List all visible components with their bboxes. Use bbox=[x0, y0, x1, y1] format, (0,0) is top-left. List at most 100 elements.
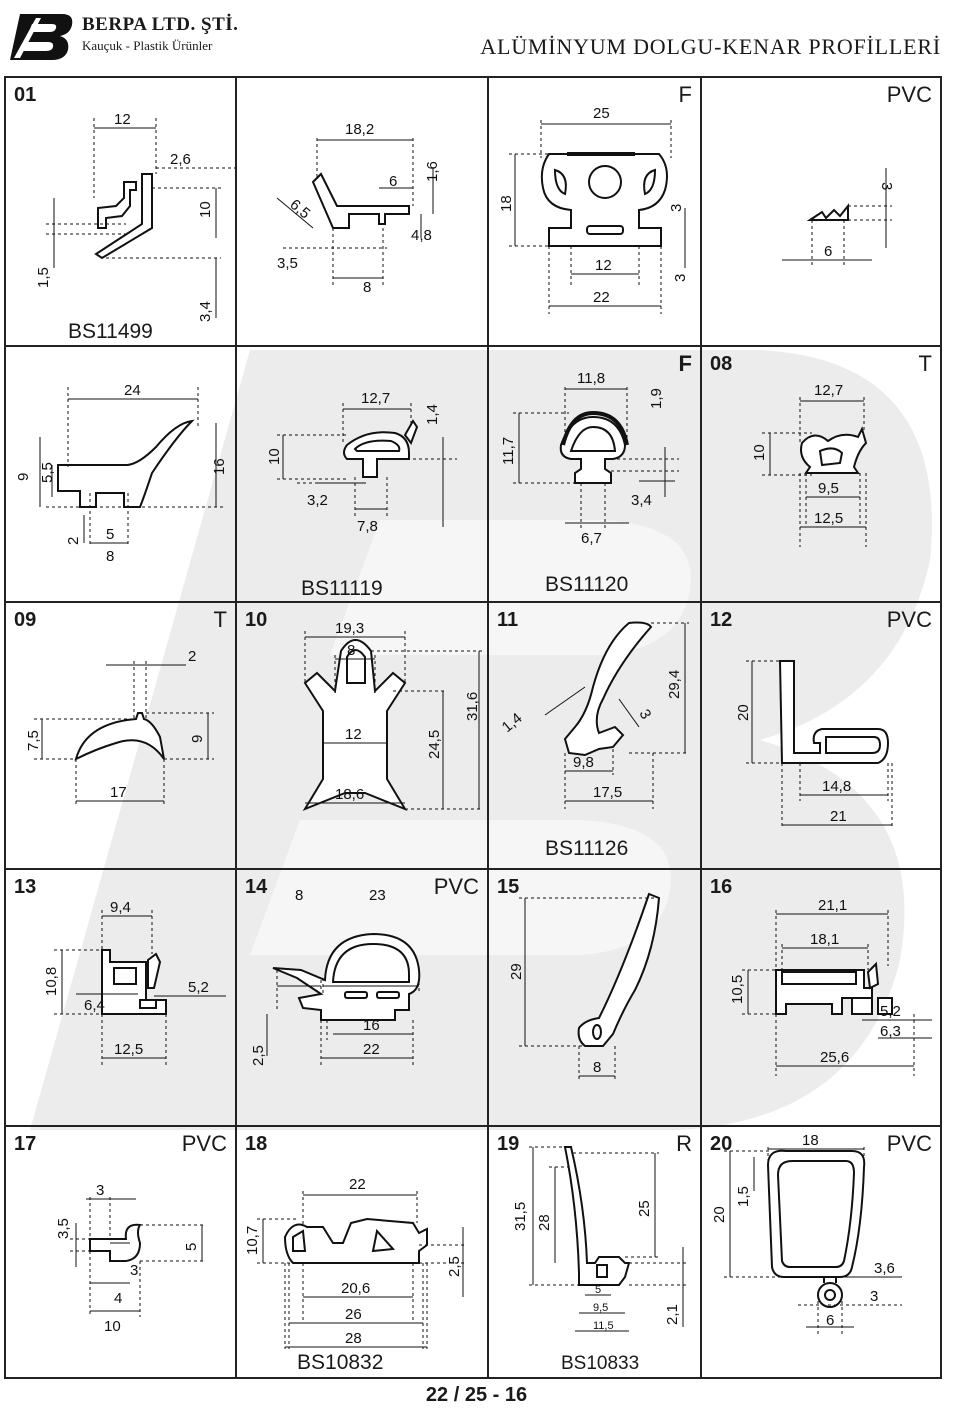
profile-name: BS11120 bbox=[545, 573, 629, 596]
dimension-label: 10 bbox=[197, 201, 214, 218]
document-title: ALÜMİNYUM DOLGU-KENAR PROFİLLERİ bbox=[480, 34, 941, 59]
dimension-label: 3,2 bbox=[307, 492, 328, 509]
dimension-label: 2,1 bbox=[664, 1304, 681, 1325]
dimension-label: 12,7 bbox=[361, 390, 390, 407]
dimension-label: 10,7 bbox=[244, 1226, 261, 1255]
profile-drawing bbox=[54, 910, 226, 1066]
profile-drawing bbox=[266, 932, 421, 1066]
dimension-label: 8 bbox=[106, 548, 114, 565]
dimension-label: 10 bbox=[104, 1318, 121, 1335]
dimension-label: 5,2 bbox=[880, 1003, 901, 1020]
dimension-label: 28 bbox=[536, 1214, 553, 1231]
profile-drawing bbox=[276, 138, 434, 288]
dimension-label: 20 bbox=[711, 1206, 728, 1223]
page-number: 22 / 25 - 16 bbox=[425, 1384, 528, 1406]
dimension-label: 18 bbox=[498, 195, 515, 212]
profile-code: 08 bbox=[710, 353, 733, 375]
profile-code: 19 bbox=[497, 1133, 520, 1155]
dimension-label: 17 bbox=[110, 784, 127, 801]
row-divider bbox=[6, 1125, 940, 1127]
dimension-label: 11,8 bbox=[577, 370, 605, 387]
dimension-label: 24,5 bbox=[426, 730, 443, 759]
dimension-label: 9,4 bbox=[110, 899, 131, 916]
dimension-label: 10,5 bbox=[729, 975, 746, 1004]
dimension-label: 6,3 bbox=[880, 1023, 901, 1040]
page-header: BERPA LTD. ŞTİ. Kauçuk - Plastik Ürünler… bbox=[0, 0, 953, 72]
profile-drawing bbox=[782, 168, 892, 268]
dimension-label: 1,5 bbox=[35, 267, 52, 288]
dimension-label: 8 bbox=[295, 887, 303, 904]
dimension-label: 1,9 bbox=[648, 388, 665, 409]
profile-name: BS11126 bbox=[545, 837, 629, 860]
dimension-label: 3 bbox=[870, 1288, 878, 1305]
material-tag: PVC bbox=[886, 1131, 932, 1156]
dimension-label: 2,5 bbox=[446, 1256, 463, 1277]
dimension-label: 5,2 bbox=[188, 979, 209, 996]
profile-code: 20 bbox=[710, 1133, 733, 1155]
dimension-label: 20,6 bbox=[341, 1280, 370, 1297]
profile-drawing bbox=[762, 397, 868, 547]
dimension-label: 6,5 bbox=[286, 196, 313, 222]
dimension-label: 6,4 bbox=[84, 997, 105, 1014]
profile-drawing bbox=[39, 387, 226, 547]
profile-code: 16 bbox=[710, 876, 733, 898]
profile-cell-bs10832: 18 22 10,7 20,6 2,5 26 28 BS10832 bbox=[237, 1127, 487, 1377]
berpa-logo-icon bbox=[10, 14, 73, 60]
dimension-label: 11,5 bbox=[593, 1320, 614, 1332]
profile-cell-09: 09 T 2 7,5 9 17 bbox=[6, 603, 235, 868]
profile-name: BS11499 bbox=[68, 320, 153, 343]
dimension-label: 29 bbox=[508, 963, 525, 980]
profile-code: 18 bbox=[245, 1133, 268, 1155]
profile-code: 15 bbox=[497, 876, 520, 898]
dimension-label: 3 bbox=[96, 1182, 104, 1199]
dimension-label: 1,6 bbox=[424, 161, 441, 182]
profile-drawing bbox=[544, 621, 689, 809]
dimension-label: 28 bbox=[345, 1330, 362, 1347]
dimension-label: 22 bbox=[349, 1176, 366, 1193]
profile-cell-16: 16 21,1 18,1 10,5 5,2 6,3 25,6 bbox=[702, 870, 940, 1125]
dimension-label: 18,1 bbox=[810, 931, 839, 948]
profile-name: BS10833 bbox=[561, 1353, 640, 1374]
profile-drawing bbox=[746, 660, 893, 829]
dimension-label: 3 bbox=[878, 182, 895, 190]
dimension-label: 3 bbox=[130, 1262, 138, 1279]
dimension-label: 16 bbox=[363, 1017, 380, 1034]
dimension-label: 7,5 bbox=[25, 730, 42, 751]
dimension-label: 29,4 bbox=[666, 670, 683, 699]
dimension-label: 5 bbox=[106, 526, 114, 543]
profile-code: 14 bbox=[245, 876, 268, 898]
profile-cell-2-1: 24 16 9 5,5 2 5 8 bbox=[6, 347, 235, 601]
company-tagline: Kauçuk - Plastik Ürünler bbox=[82, 38, 213, 53]
profile-cell-bs11120: F 11,8 1,9 11,7 3,4 6,7 BS11120 bbox=[489, 347, 700, 601]
dimension-label: 12,7 bbox=[814, 382, 843, 399]
column-divider bbox=[235, 78, 237, 1377]
dimension-label: 2,5 bbox=[250, 1045, 267, 1066]
dimension-label: 19,3 bbox=[335, 620, 364, 637]
profile-cell-14: 14 PVC 8 23 16 2,5 22 bbox=[237, 870, 487, 1125]
material-tag: T bbox=[213, 607, 227, 632]
profile-drawing bbox=[742, 910, 932, 1076]
material-tag: PVC bbox=[433, 874, 479, 899]
dimension-label: 18 bbox=[802, 1132, 819, 1149]
dimension-label: 10,8 bbox=[43, 967, 60, 996]
profile-cell-12: 12 PVC 20 14,8 21 bbox=[702, 603, 940, 868]
material-tag: T bbox=[918, 351, 932, 376]
dimension-label: 9,5 bbox=[593, 1302, 608, 1314]
dimension-label: 22 bbox=[363, 1041, 380, 1058]
dimension-label: 1,5 bbox=[735, 1186, 752, 1207]
dimension-label: 22 bbox=[593, 289, 610, 306]
dimension-label: 4 bbox=[114, 1290, 122, 1307]
dimension-label: 12 bbox=[595, 257, 612, 274]
profile-cell-bs10833: 19 R 31,5 28 25 5 9,5 11,5 2,1 BS10833 bbox=[489, 1127, 700, 1377]
dimension-label: 3 bbox=[636, 707, 655, 723]
dimension-label: 31,6 bbox=[464, 692, 481, 721]
column-divider bbox=[487, 78, 489, 1377]
profile-cell-15: 15 29 8 bbox=[489, 870, 700, 1125]
dimension-label: 25,6 bbox=[820, 1049, 849, 1066]
material-tag: F bbox=[678, 82, 692, 107]
dimension-label: 21,1 bbox=[818, 897, 847, 914]
row-divider bbox=[6, 868, 940, 870]
dimension-label: 10 bbox=[266, 448, 283, 465]
dimension-label: 3,5 bbox=[55, 1218, 72, 1239]
